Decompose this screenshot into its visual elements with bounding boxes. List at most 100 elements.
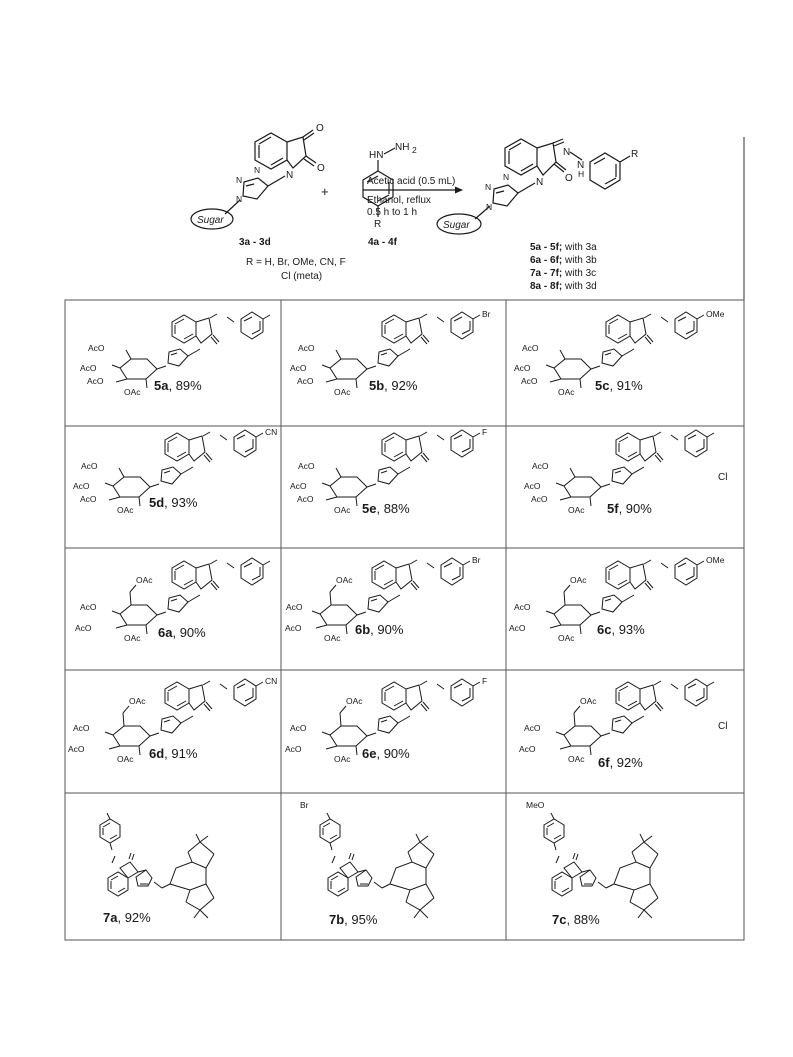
substituent-7b: Br	[300, 800, 309, 810]
caption-6b: 6b, 90%	[355, 622, 404, 637]
reactant1-atom-o2: O	[317, 163, 325, 174]
svg-text:AcO: AcO	[509, 623, 526, 633]
reactant1-atom-n1: N	[254, 165, 260, 175]
structure-5b	[321, 311, 481, 389]
reactant1-sugar-label: Sugar	[197, 215, 224, 226]
svg-text:AcO: AcO	[524, 481, 541, 491]
svg-text:OAc: OAc	[346, 696, 363, 706]
svg-text:AcO: AcO	[298, 461, 315, 471]
reactant2-label: 4a - 4f	[368, 237, 398, 248]
reactant1-atom-o1: O	[316, 123, 324, 134]
r-groups-line-2: Cl (meta)	[281, 271, 322, 282]
svg-text:OAc: OAc	[558, 387, 575, 397]
product-atom-h: H	[578, 169, 584, 179]
substituent-6d: CN	[265, 676, 277, 686]
structure-5e	[321, 429, 481, 507]
reactant1-atom-n3: N	[236, 194, 242, 204]
structure-5a	[111, 311, 271, 389]
caption-5d: 5d, 93%	[149, 495, 198, 510]
compound-captions: 5a, 89% 5b, 92% 5c, 91% 5d, 93% 5e, 88% …	[103, 378, 652, 927]
structure-7b	[319, 812, 435, 919]
svg-text:AcO: AcO	[297, 376, 314, 386]
svg-text:OAc: OAc	[336, 575, 353, 585]
product-r: R	[631, 149, 638, 160]
svg-text:AcO: AcO	[531, 494, 548, 504]
svg-text:OAc: OAc	[324, 633, 341, 643]
product-series-5: 5a - 5f; with 3a	[530, 242, 597, 253]
substituent-6e: F	[482, 676, 487, 686]
svg-text:OAc: OAc	[568, 505, 585, 515]
atom-labels-row4: OAc AcO AcO OAc OAc AcO AcO OAc OAc AcO …	[68, 696, 597, 764]
caption-6d: 6d, 91%	[149, 746, 198, 761]
svg-text:AcO: AcO	[73, 481, 90, 491]
svg-text:OAc: OAc	[568, 754, 585, 764]
product-atom-n2: N	[485, 182, 491, 192]
conditions-line-1: Acetic acid (0.5 mL)	[367, 176, 455, 187]
product-atom-nh: N	[577, 160, 584, 171]
atom-labels-row1: AcO AcO AcO OAc AcO AcO AcO OAc AcO AcO …	[80, 343, 575, 397]
reactant1-label: 3a - 3d	[239, 237, 271, 248]
atom-labels-row2: AcO AcO AcO OAc AcO AcO AcO OAc AcO AcO …	[73, 461, 585, 515]
product-sugar-label: Sugar	[443, 220, 470, 231]
product-series-8: 8a - 8f; with 3d	[530, 281, 597, 292]
svg-text:AcO: AcO	[88, 343, 105, 353]
svg-text:OAc: OAc	[129, 696, 146, 706]
substituent-6b: Br	[472, 555, 481, 565]
svg-text:OAc: OAc	[117, 754, 134, 764]
product-atom-n-indole: N	[536, 177, 543, 188]
caption-6a: 6a, 90%	[158, 625, 206, 640]
svg-text:AcO: AcO	[87, 376, 104, 386]
substituent-5f: Cl	[718, 472, 727, 483]
svg-text:AcO: AcO	[68, 744, 85, 754]
caption-5c: 5c, 91%	[595, 378, 643, 393]
substituent-5c: OMe	[706, 309, 725, 319]
svg-text:AcO: AcO	[80, 602, 97, 612]
caption-6c: 6c, 93%	[597, 622, 645, 637]
product-atom-n1: N	[503, 172, 509, 182]
substituent-6c: OMe	[706, 555, 725, 565]
svg-text:AcO: AcO	[298, 343, 315, 353]
reactant-1-structure	[190, 129, 317, 230]
svg-text:OAc: OAc	[136, 575, 153, 585]
svg-text:AcO: AcO	[521, 376, 538, 386]
product-structure	[436, 138, 631, 235]
product-series-6: 6a - 6f; with 3b	[530, 255, 597, 266]
svg-text:OAc: OAc	[334, 387, 351, 397]
caption-6e: 6e, 90%	[362, 746, 410, 761]
svg-text:AcO: AcO	[519, 744, 536, 754]
reactant2-nh2: NH	[395, 142, 409, 153]
reactant2-hn: HN	[369, 150, 383, 161]
caption-6f: 6f, 92%	[598, 755, 643, 770]
substituent-6f: Cl	[718, 721, 727, 732]
compound-table-grid	[64, 299, 745, 941]
structure-7a	[99, 812, 215, 919]
structure-6d	[104, 678, 264, 756]
atom-labels-row3: OAc AcO AcO OAc OAc AcO AcO OAc OAc AcO …	[75, 575, 587, 643]
svg-text:OAc: OAc	[570, 575, 587, 585]
substituent-5d: CN	[265, 427, 277, 437]
reactant1-atom-n-indole: N	[286, 170, 293, 181]
caption-5f: 5f, 90%	[607, 501, 652, 516]
svg-text:AcO: AcO	[290, 481, 307, 491]
reactant2-r: R	[374, 219, 381, 230]
svg-text:AcO: AcO	[81, 461, 98, 471]
product-series-7: 7a - 7f; with 3c	[530, 268, 596, 279]
svg-text:AcO: AcO	[297, 494, 314, 504]
plus-sign: +	[321, 184, 329, 199]
conditions-line-3: 0.5 h to 1 h	[367, 207, 417, 218]
product-atom-o: O	[565, 173, 573, 184]
product-series-list: 5a - 5f; with 3a 6a - 6f; with 3b 7a - 7…	[530, 242, 597, 292]
substituent-5e: F	[482, 427, 487, 437]
svg-text:OAc: OAc	[334, 754, 351, 764]
svg-text:AcO: AcO	[514, 363, 531, 373]
structure-7c	[543, 812, 659, 919]
r-groups-line-1: R = H, Br, OMe, CN, F	[246, 257, 346, 268]
svg-text:OAc: OAc	[558, 633, 575, 643]
caption-5a: 5a, 89%	[154, 378, 202, 393]
structure-6f	[555, 678, 715, 756]
svg-text:AcO: AcO	[290, 723, 307, 733]
svg-text:AcO: AcO	[524, 723, 541, 733]
reaction-arrow-head	[455, 186, 463, 194]
structure-5c	[545, 311, 705, 389]
svg-text:AcO: AcO	[514, 602, 531, 612]
